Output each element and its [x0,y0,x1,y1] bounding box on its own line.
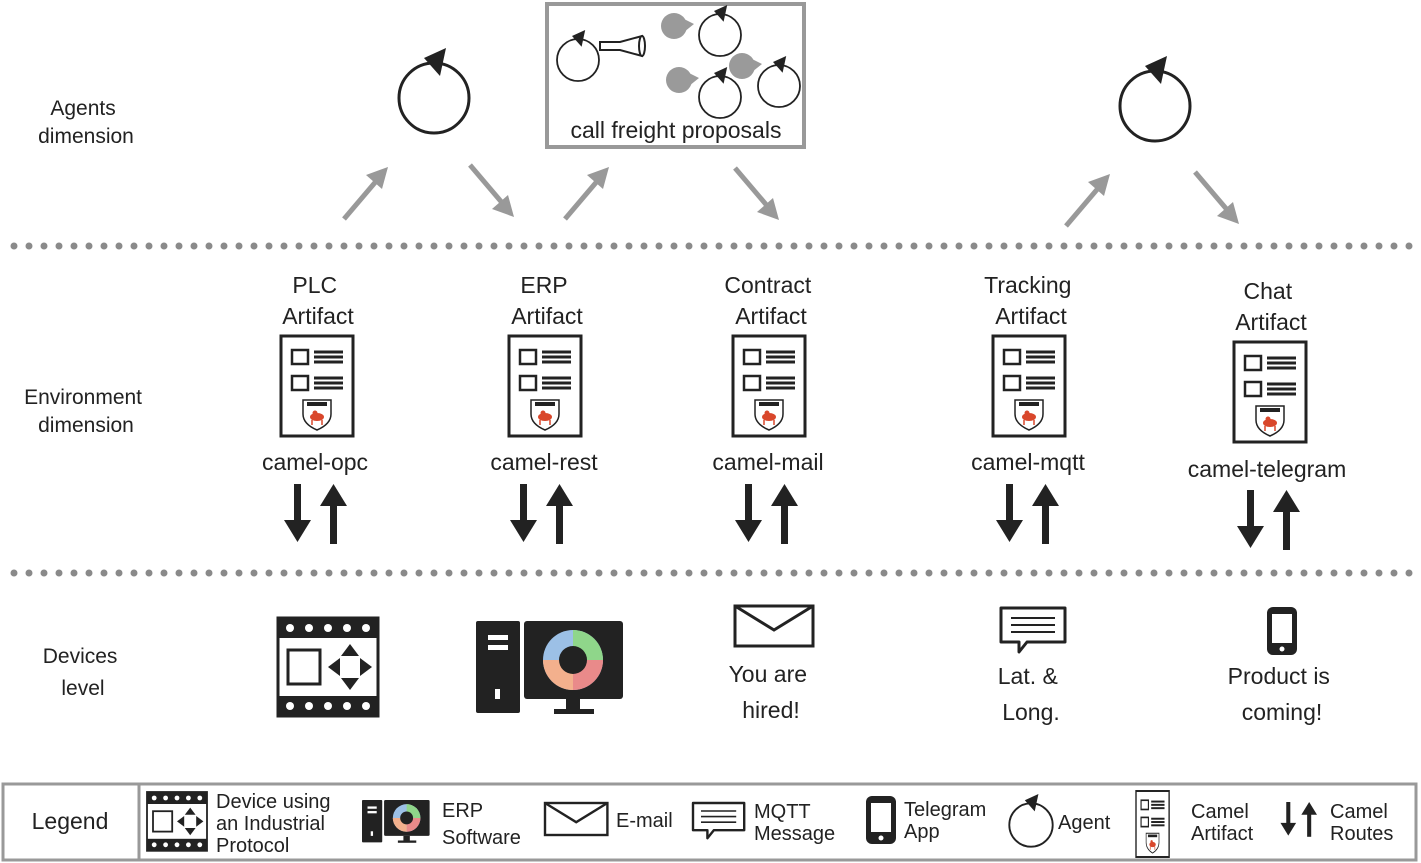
legend-agent-label: Agent [1058,812,1111,834]
artifact-icon [509,336,581,436]
legend-routes-label: Camel Routes [1330,801,1393,845]
erp-software-icon [476,621,623,714]
agent-icon [1118,54,1192,143]
artifact-title: Contract Artifact [724,272,817,329]
agent-group-label: call freight proposals [571,117,782,143]
artifact-icon [993,336,1065,436]
camel-component-label: camel-opc [262,449,368,475]
act-arrow-icon [1195,172,1239,224]
legend-email-label: E-mail [616,810,673,832]
environment-dimension-label: Environment dimension [24,386,148,437]
agent-group-box: call freight proposals [545,2,806,149]
erp-artifact: ERP Artifact camel-rest [490,272,598,544]
legend-industrial-label: Device using an Industrial Protocol [216,791,336,857]
devices-level-label: Devices level [43,645,124,700]
legend-erp-label: ERP Software [442,800,521,849]
contract-artifact: Contract Artifact camel-mail [712,272,824,544]
legend-title: Legend [32,808,109,834]
camel-route-icon [735,484,798,544]
agents-dimension-label: Agents dimension [38,97,134,148]
plc-artifact: PLC Artifact camel-opc [262,272,368,544]
camel-route-icon [510,484,573,544]
chat-artifact: Chat Artifact camel-telegram [1188,278,1347,550]
legend: Legend Device using an Industrial Protoc… [1,782,1418,862]
camel-component-label: camel-mqtt [971,449,1085,475]
act-arrow-icon [735,168,779,220]
legend-industrial-device-icon [146,791,208,852]
camel-component-label: camel-rest [490,449,598,475]
artifact-icon [281,336,353,436]
perceive-arrow-icon [344,167,388,219]
mqtt-device-caption: Lat. & Long. [998,663,1065,725]
industrial-device-icon [276,616,380,718]
act-arrow-icon [470,165,514,217]
telegram-app-icon [1267,607,1297,655]
tracking-artifact: Tracking Artifact camel-mqtt [971,272,1085,544]
camel-route-icon [996,484,1059,544]
mqtt-message-icon [999,606,1067,654]
legend-telegram-label: Telegram App [904,799,992,843]
legend-telegram-app-icon [866,796,896,844]
camel-route-icon [1237,490,1300,550]
artifact-title: ERP Artifact [511,272,583,329]
perceive-arrow-icon [1066,174,1110,226]
artifact-icon [1234,342,1306,442]
legend-mqtt-label: MQTT Message [754,801,835,845]
email-device-caption: You are hired! [729,661,814,723]
camel-route-icon [284,484,347,544]
artifact-title: PLC Artifact [282,272,354,329]
artifact-title: Chat Artifact [1235,278,1307,335]
legend-artifact-label: Camel Artifact [1191,801,1254,845]
legend-email-icon [543,801,609,837]
camel-component-label: camel-telegram [1188,456,1347,482]
agent-icon [397,46,471,135]
artifact-title: Tracking Artifact [984,272,1078,329]
camel-component-label: camel-mail [712,449,823,475]
email-icon [733,604,815,648]
legend-artifact-icon [1136,791,1169,857]
perceive-arrow-icon [565,167,609,219]
telegram-device-caption: Product is coming! [1228,663,1337,725]
artifact-icon [733,336,805,436]
